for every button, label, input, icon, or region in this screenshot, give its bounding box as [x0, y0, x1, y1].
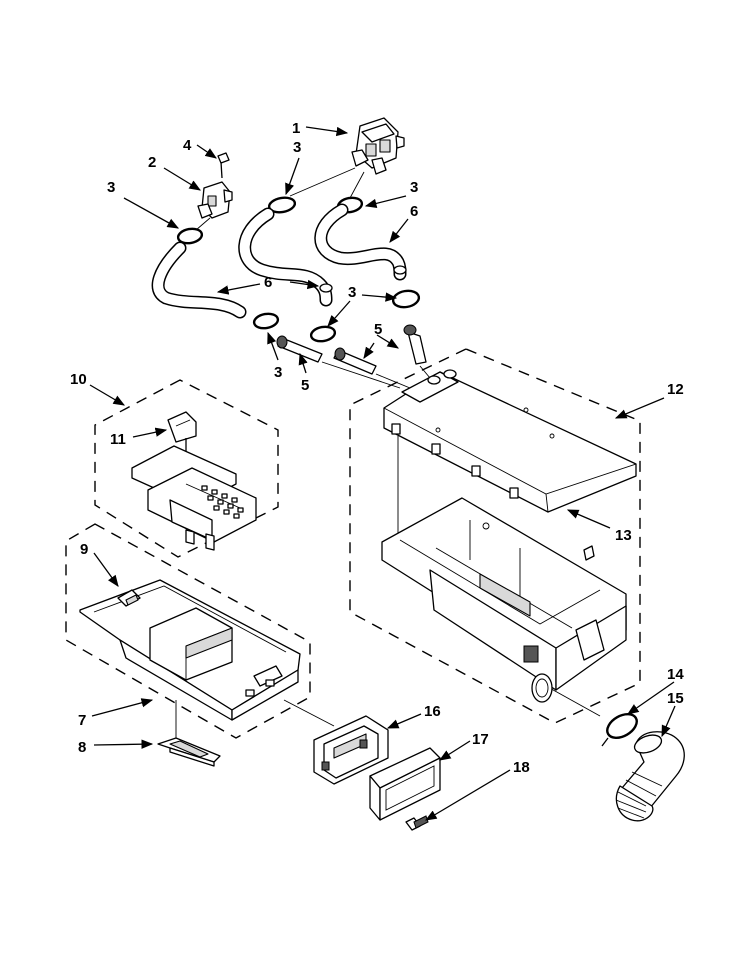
- part-1-water-valve: [351, 117, 405, 175]
- callout-16: 16: [424, 703, 441, 720]
- callout-5: 5: [374, 321, 382, 338]
- callout-labels: 1 2 3 3 3 3 3 4 5 5 6 6 7 8 9 10 11 12 1…: [70, 120, 684, 776]
- callout-12: 12: [667, 381, 684, 398]
- part-13-dispenser-housing: [381, 497, 627, 703]
- callout-6: 6: [264, 274, 272, 291]
- callout-3: 3: [293, 139, 301, 156]
- group-boundary-dispenser-drawer: [65, 523, 311, 739]
- callout-15: 15: [667, 690, 684, 707]
- callout-17: 17: [472, 731, 489, 748]
- part-15-dispenser-bellows: [615, 731, 685, 822]
- assembly-guide-lines: [175, 167, 601, 740]
- callout-10: 10: [70, 371, 87, 388]
- insert-grid-holes: [201, 485, 244, 519]
- part-17-drawer-face-plate: [369, 747, 441, 821]
- callout-18: 18: [513, 759, 530, 776]
- callout-5: 5: [301, 377, 309, 394]
- callout-2: 2: [148, 154, 156, 171]
- callout-1: 1: [292, 120, 300, 137]
- callout-14: 14: [667, 666, 684, 683]
- part-7-dispenser-drawer: [79, 579, 301, 721]
- part-5-inlet-nozzle: [276, 324, 427, 375]
- callout-4: 4: [183, 137, 192, 154]
- callout-3: 3: [107, 179, 115, 196]
- callout-3: 3: [274, 364, 282, 381]
- callout-7: 7: [78, 712, 86, 729]
- part-8-drawer-siphon: [157, 737, 221, 767]
- part-12-dispenser-housing-cover: [383, 369, 637, 513]
- callout-13: 13: [615, 527, 632, 544]
- callout-3: 3: [348, 284, 356, 301]
- part-9-drawer-handle-clip: [117, 589, 141, 607]
- part-16-drawer-front-bracket: [313, 715, 389, 785]
- part-10-dispenser-insert: [131, 445, 257, 551]
- callout-8: 8: [78, 739, 86, 756]
- callout-9: 9: [80, 541, 88, 558]
- group-boundary-dispenser-inserts: [94, 379, 279, 558]
- part-18-screw: [405, 815, 429, 831]
- part-2-water-valve-small: [197, 181, 233, 219]
- part-14-bellows-clamp: [601, 713, 638, 747]
- callout-6: 6: [410, 203, 418, 220]
- part-6-hose: [151, 203, 407, 319]
- part-4-screw: [217, 152, 230, 179]
- callout-11: 11: [110, 431, 126, 448]
- callout-3: 3: [410, 179, 418, 196]
- callout-leaders: [89, 126, 676, 821]
